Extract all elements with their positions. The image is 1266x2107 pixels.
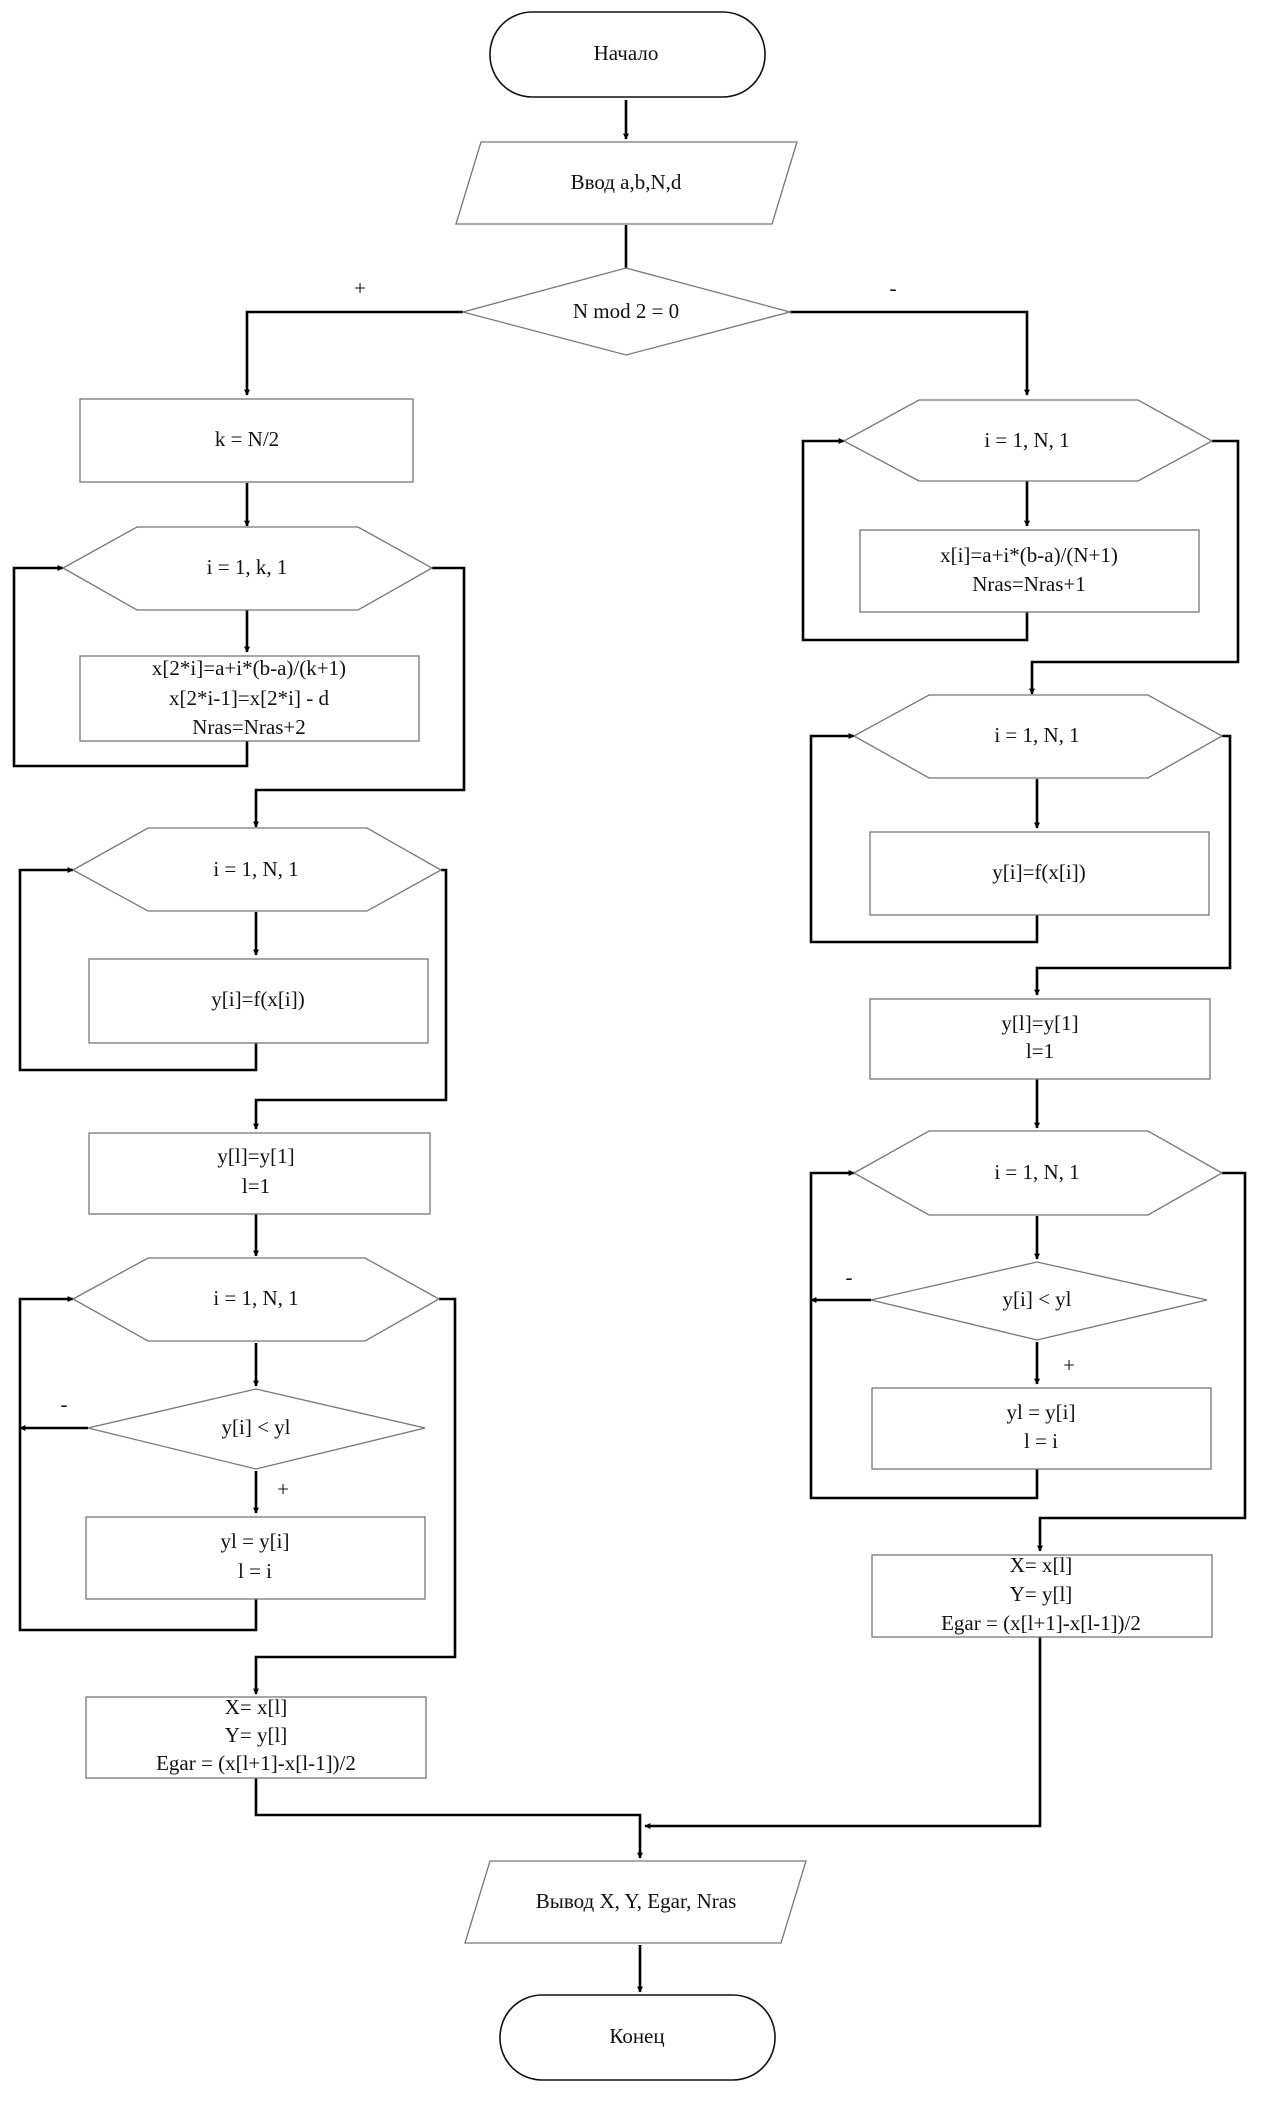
left-loop2-hexagon <box>71 827 443 912</box>
flow-loop1-back <box>12 565 249 768</box>
right-loop1-hexagon <box>842 399 1214 482</box>
left-result-line-1: X= x[l] <box>225 1695 288 1719</box>
left-result-box <box>85 1696 427 1779</box>
output-label: Вывод X, Y, Egar, Nras <box>536 1889 737 1913</box>
right-loop3-label: i = 1, N, 1 <box>994 1160 1079 1184</box>
flow-right-to-output <box>644 1637 1042 1829</box>
left-fx-label: y[i]=f(x[i]) <box>211 987 304 1011</box>
flow-left-to-output <box>254 1778 643 1859</box>
right-calc-box <box>859 529 1200 613</box>
flow-loop3-back <box>18 1296 258 1632</box>
right-update-box <box>871 1387 1212 1470</box>
flow-loop2-back <box>18 867 258 1072</box>
right-calc-line-2: Nras=Nras+1 <box>972 572 1086 596</box>
left-calc-line-2: x[2*i-1]=x[2*i] - d <box>169 686 329 710</box>
left-result-line-3: Egar = (x[l+1]-x[l-1])/2 <box>156 1751 356 1775</box>
right-loop2-hexagon <box>852 694 1224 779</box>
decision-main-yes: + <box>354 276 366 300</box>
left-loop1-hexagon <box>61 526 434 611</box>
right-cond-yes: + <box>1063 1353 1075 1377</box>
left-cond-yes: + <box>277 1477 289 1501</box>
decision-main-no: - <box>890 276 897 300</box>
k-assign-label: k = N/2 <box>215 427 279 451</box>
left-loop2-label: i = 1, N, 1 <box>213 857 298 881</box>
left-calc-line-3: Nras=Nras+2 <box>192 715 306 739</box>
right-result-line-1: X= x[l] <box>1010 1553 1073 1577</box>
right-update-line-1: yl = y[i] <box>1007 1400 1076 1424</box>
flow-r-loop1-back <box>801 438 1029 642</box>
left-cond-no: - <box>61 1392 68 1416</box>
flow-r-loop1-exit <box>1029 439 1240 695</box>
decision-main <box>460 267 793 356</box>
flow-r-loop3-back <box>809 1170 1039 1500</box>
right-cond-no: - <box>846 1265 853 1289</box>
left-calc-line-1: x[2*i]=a+i*(b-a)/(k+1) <box>152 656 346 680</box>
left-loop1-label: i = 1, k, 1 <box>207 555 288 579</box>
left-cond-label: y[i] < yl <box>222 1415 291 1439</box>
left-loop3-hexagon <box>71 1257 441 1342</box>
left-init-line-2: l=1 <box>242 1174 270 1198</box>
decision-main-label: N mod 2 = 0 <box>573 299 679 323</box>
left-loop3-label: i = 1, N, 1 <box>213 1286 298 1310</box>
flow-loop2-exit <box>253 868 448 1130</box>
right-loop1-label: i = 1, N, 1 <box>984 428 1069 452</box>
input-label: Ввод a,b,N,d <box>571 170 682 194</box>
start-label: Начало <box>594 41 659 65</box>
left-init-line-1: y[l]=y[1] <box>217 1144 294 1168</box>
flow-loop1-exit <box>253 566 466 828</box>
right-update-line-2: l = i <box>1024 1429 1058 1453</box>
flow-r-loop3-exit <box>1037 1171 1247 1552</box>
right-init-line-2: l=1 <box>1026 1039 1054 1063</box>
left-init-box <box>88 1132 431 1215</box>
left-fx-box <box>88 958 429 1044</box>
left-update-line-2: l = i <box>238 1559 272 1583</box>
left-cond-diamond <box>87 1388 426 1470</box>
right-cond-label: y[i] < yl <box>1003 1287 1072 1311</box>
right-calc-line-1: x[i]=a+i*(b-a)/(N+1) <box>940 543 1118 567</box>
end-terminal <box>499 1994 776 2081</box>
left-calc-box <box>79 655 420 742</box>
right-cond-diamond <box>870 1261 1208 1341</box>
flow-r-loop2-exit <box>1034 734 1232 996</box>
connectors <box>12 100 1247 1993</box>
right-fx-box <box>869 831 1210 916</box>
right-result-line-2: Y= y[l] <box>1010 1582 1073 1606</box>
output-parallelogram <box>464 1860 807 1944</box>
flow-decision-no <box>790 310 1030 396</box>
right-init-box <box>869 998 1211 1080</box>
flow-loop3-exit <box>253 1297 457 1695</box>
start-terminal <box>489 11 766 98</box>
flow-r-loop2-back <box>809 733 1039 944</box>
left-update-box <box>85 1516 426 1600</box>
right-result-box <box>871 1554 1213 1638</box>
input-parallelogram <box>455 141 798 225</box>
right-loop3-hexagon <box>852 1130 1224 1216</box>
right-loop2-label: i = 1, N, 1 <box>994 723 1079 747</box>
right-result-line-3: Egar = (x[l+1]-x[l-1])/2 <box>941 1611 1141 1635</box>
right-init-line-1: y[l]=y[1] <box>1001 1011 1078 1035</box>
left-update-line-1: yl = y[i] <box>221 1529 290 1553</box>
flow-decision-yes <box>244 310 463 396</box>
k-assign-box <box>79 398 414 483</box>
end-label: Конец <box>609 2024 664 2048</box>
right-fx-label: y[i]=f(x[i]) <box>992 860 1085 884</box>
left-result-line-2: Y= y[l] <box>225 1723 288 1747</box>
